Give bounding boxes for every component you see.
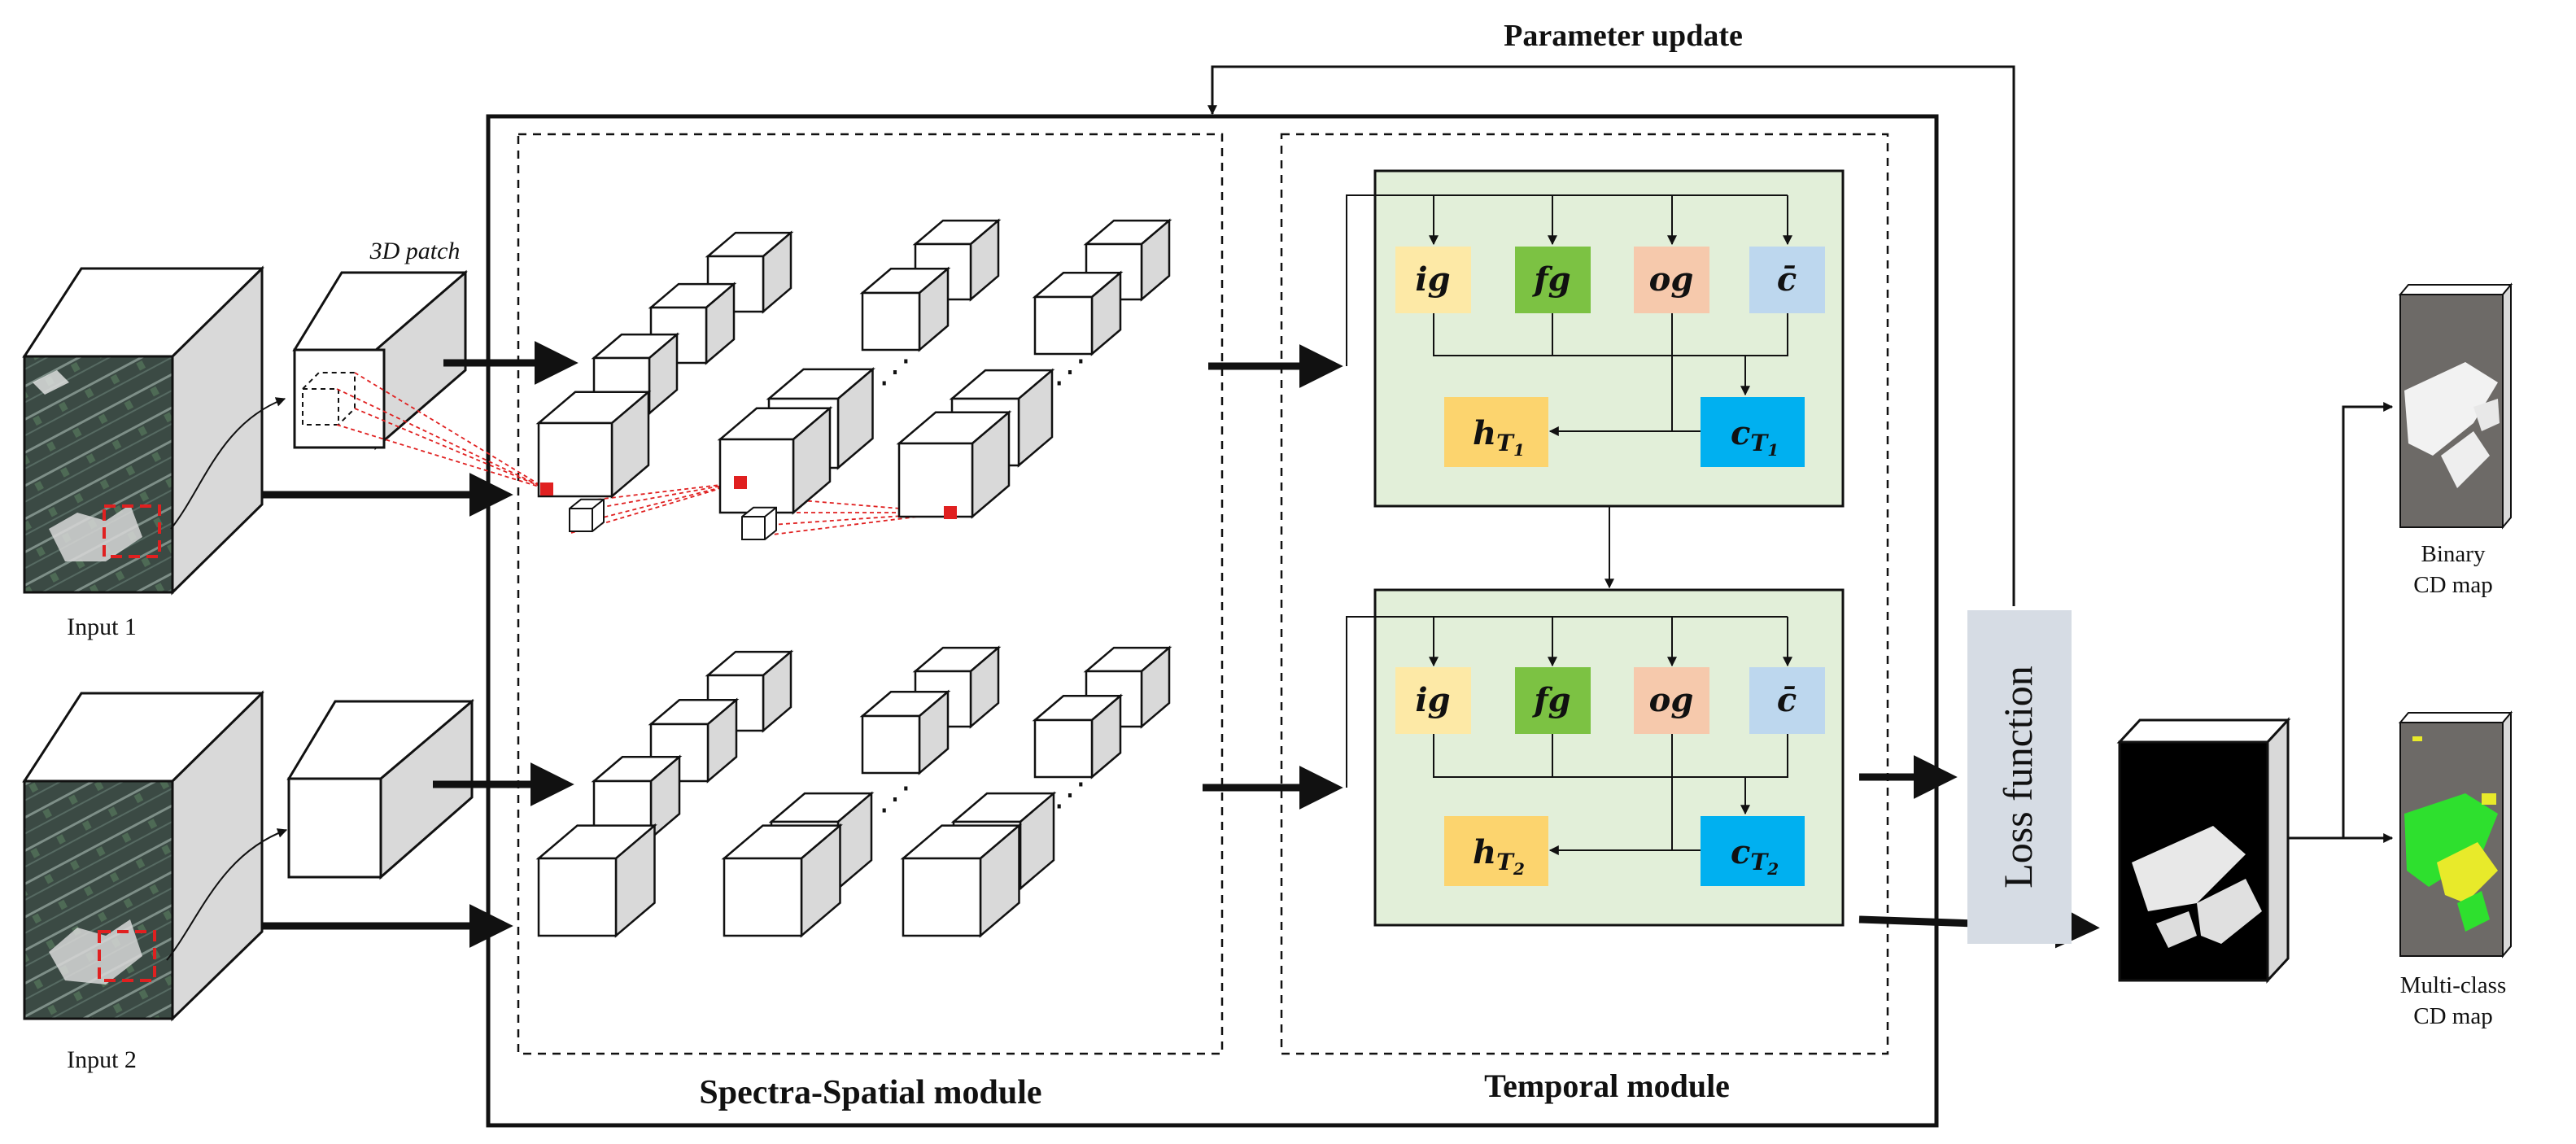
feature-cube: [900, 823, 1022, 938]
multiclass-map-label-line2: CD map: [2413, 1003, 2492, 1029]
lstm-cell-1: ig fg og c̄ hT1 cT1: [1346, 169, 1845, 508]
hidden-state-label: hT1: [1473, 414, 1525, 460]
input-gate-label: ig: [1415, 681, 1450, 719]
cell-state-label: cT1: [1731, 414, 1779, 460]
kernel-marker-1: [540, 482, 553, 496]
inner-kernel-cube: [741, 506, 777, 540]
output-change-map: [2116, 717, 2291, 984]
input1-cube: [22, 265, 264, 596]
binary-map-label-line2: CD map: [2413, 572, 2492, 598]
feature-cube-stacks: [535, 218, 1172, 938]
ellipsis-1: ⋰: [879, 353, 911, 390]
feature-cube: [859, 266, 951, 352]
feature-cube: [859, 689, 951, 775]
loss-function-label: Loss function: [1995, 666, 2041, 889]
loss-function-bar: [1967, 610, 2072, 944]
convolution-rays: [336, 372, 951, 538]
output-gate-label: og: [1649, 681, 1694, 719]
input2-label: Input 2: [67, 1046, 137, 1073]
multiclass-map-label-line1: Multi-class: [2400, 972, 2507, 998]
binary-cd-map: [2398, 282, 2513, 530]
kernel-marker-3: [944, 506, 957, 519]
ellipsis-2: ⋰: [1054, 353, 1086, 390]
feature-cube: [535, 390, 652, 499]
candidate-cell-label: c̄: [1777, 260, 1797, 299]
patch-cube-2: [286, 698, 474, 880]
output-split-arrows: [2288, 402, 2394, 843]
parameter-update-label: Parameter update: [1504, 19, 1743, 53]
output-gate-label: og: [1649, 260, 1694, 299]
hidden-state-box: [1444, 816, 1548, 886]
candidate-cell-box: [1749, 667, 1825, 734]
kernel-marker-2: [734, 476, 747, 489]
forget-gate-box: [1515, 667, 1591, 734]
patch-link-curve-1: [170, 397, 286, 530]
3d-patch-label: 3D patch: [369, 238, 461, 264]
parameter-update-loop: Parameter update: [1207, 19, 2015, 606]
candidate-cell-box: [1749, 247, 1825, 313]
feature-cube: [535, 823, 657, 938]
inner-kernel-cube: [569, 498, 605, 532]
feature-cube: [1032, 270, 1124, 356]
feature-cube: [717, 406, 833, 515]
forget-gate-box: [1515, 247, 1591, 313]
cell-state-label: cT2: [1731, 833, 1779, 879]
candidate-cell-label: c̄: [1777, 681, 1797, 719]
cell-state-box: [1701, 397, 1805, 467]
ellipsis-4: ⋰: [1054, 776, 1086, 813]
input2-cube: [22, 690, 264, 1022]
hidden-state-label: hT2: [1473, 833, 1525, 879]
feature-cube: [591, 754, 683, 841]
forget-gate-label: fg: [1531, 260, 1570, 299]
feature-cube: [896, 410, 1012, 519]
feature-cube: [1032, 693, 1124, 779]
thick-arrows: [262, 341, 2100, 949]
binary-map-label-line1: Binary: [2421, 541, 2486, 567]
output-gate-box: [1634, 247, 1709, 313]
input-gate-label: ig: [1415, 260, 1450, 299]
spectra-spatial-dashed-box: [517, 133, 1224, 1055]
temporal-module-label: Temporal module: [1484, 1068, 1730, 1104]
input1-label: Input 1: [67, 613, 137, 640]
hidden-state-box: [1444, 397, 1548, 467]
multiclass-cd-map: [2398, 710, 2513, 958]
lstm-cell-2: ig fg og c̄ hT2 cT2: [1346, 588, 1845, 927]
input-gate-box: [1395, 247, 1471, 313]
output-gate-box: [1634, 667, 1709, 734]
spectra-spatial-module-label: Spectra-Spatial module: [699, 1074, 1041, 1111]
ellipsis-3: ⋰: [879, 780, 911, 817]
main-module-frame: [486, 114, 1939, 1128]
cell-state-box: [1701, 816, 1805, 886]
forget-gate-label: fg: [1531, 681, 1570, 719]
patch-cube-1: [292, 269, 468, 451]
input-gate-box: [1395, 667, 1471, 734]
patch-link-curve-2: [166, 828, 288, 961]
feature-cube: [721, 823, 843, 938]
